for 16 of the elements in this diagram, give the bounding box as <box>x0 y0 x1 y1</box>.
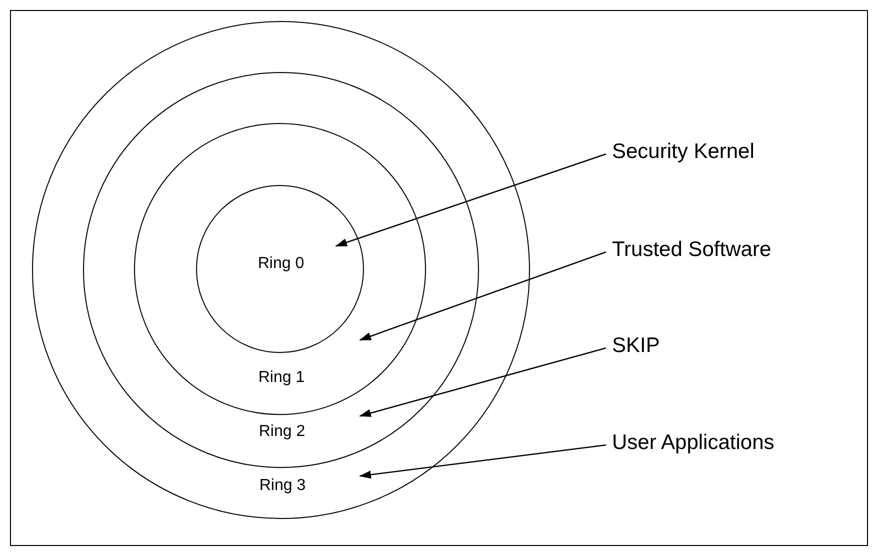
callout-label: Trusted Software <box>612 238 772 262</box>
ring-circle <box>82 72 478 468</box>
callout-label: User Applications <box>612 431 774 455</box>
callout-label: Security Kernel <box>612 140 754 164</box>
callout-label: SKIP <box>612 334 660 358</box>
ring-circle <box>196 184 364 352</box>
ring-circle <box>32 21 530 519</box>
leader-arrow <box>359 444 606 479</box>
ring-label: Ring 2 <box>258 423 306 441</box>
leader-arrow <box>359 251 606 341</box>
ring-circle <box>134 123 426 415</box>
leader-arrow <box>335 153 606 247</box>
ring-label: Ring 1 <box>258 368 305 386</box>
ring-label: Ring 3 <box>259 476 306 494</box>
ring-label: Ring 0 <box>258 255 304 273</box>
leader-arrow <box>359 347 606 417</box>
